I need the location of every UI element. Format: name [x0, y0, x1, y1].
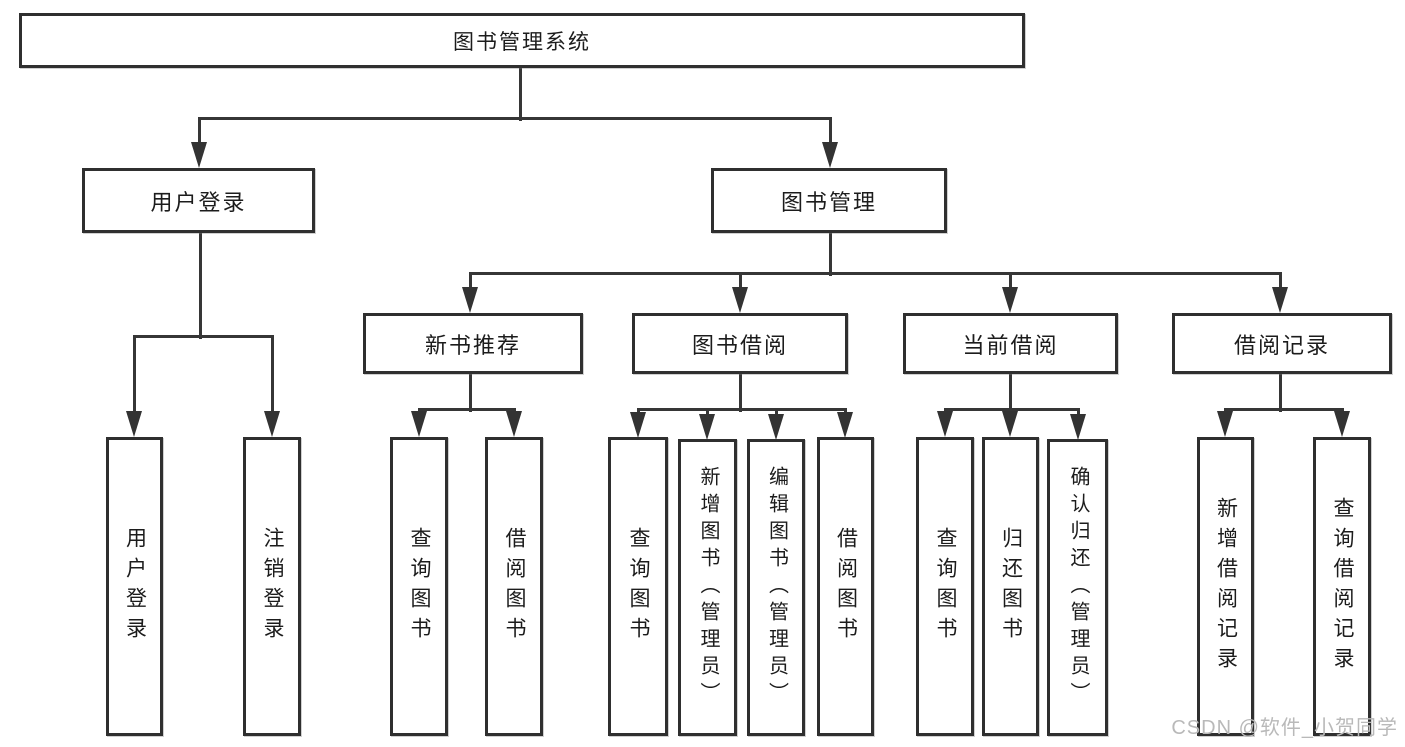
connector-arrow-stem	[775, 409, 778, 416]
leaf-borrow-books-recommend: 借阅图书	[485, 437, 543, 736]
node-current-borrowing-label: 当前借阅	[962, 332, 1059, 358]
node-book-management-label: 图书管理	[780, 189, 877, 215]
node-library-system: 图书管理系统	[19, 13, 1025, 68]
leaf-add-books-admin-label: 新增图书（管理员）	[697, 466, 719, 709]
connector-arrow-stem	[271, 336, 274, 413]
leaf-query-books-current-label: 查询图书	[934, 526, 958, 647]
arrowhead-down-icon	[462, 287, 478, 313]
connector-trunk-line	[1009, 374, 1012, 412]
node-book-borrowing-label: 图书借阅	[691, 332, 788, 358]
arrowhead-down-icon	[768, 414, 784, 440]
leaf-add-borrow-record-label: 新增借阅记录	[1214, 496, 1238, 677]
connector-arrow-stem	[469, 273, 472, 289]
connector-arrow-stem	[844, 409, 847, 414]
connector-arrow-stem	[637, 409, 640, 414]
arrowhead-down-icon	[191, 142, 207, 168]
connector-branch-line	[637, 408, 847, 411]
leaf-user-login: 用户登录	[106, 437, 163, 736]
node-borrowing-records: 借阅记录	[1172, 313, 1392, 374]
arrowhead-down-icon	[411, 411, 427, 437]
arrowhead-down-icon	[1002, 411, 1018, 437]
node-book-management: 图书管理	[711, 168, 947, 233]
leaf-logout-label: 注销登录	[261, 526, 285, 647]
connector-arrow-stem	[198, 118, 201, 144]
arrowhead-down-icon	[837, 412, 853, 438]
arrowhead-down-icon	[1002, 287, 1018, 313]
node-book-borrowing: 图书借阅	[632, 313, 848, 374]
leaf-return-books-label: 归还图书	[999, 526, 1023, 647]
connector-arrow-stem	[706, 409, 709, 416]
arrowhead-down-icon	[264, 411, 280, 437]
arrowhead-down-icon	[506, 411, 522, 437]
connector-trunk-line	[519, 67, 522, 121]
node-new-book-recommend-label: 新书推荐	[424, 332, 521, 358]
leaf-query-books-current: 查询图书	[916, 437, 974, 736]
leaf-edit-books-admin-label: 编辑图书（管理员）	[765, 466, 788, 709]
leaf-query-borrow-record-label: 查询借阅记录	[1331, 496, 1355, 677]
arrowhead-down-icon	[937, 411, 953, 437]
connector-arrow-stem	[829, 118, 832, 144]
connector-arrow-stem	[1077, 409, 1080, 416]
arrowhead-down-icon	[1217, 411, 1233, 437]
connector-branch-line	[133, 335, 274, 338]
arrowhead-down-icon	[1334, 411, 1350, 437]
leaf-borrow-books-borrowing-label: 借阅图书	[834, 526, 858, 647]
leaf-edit-books-admin: 编辑图书（管理员）	[747, 439, 805, 736]
connector-branch-line	[418, 408, 516, 411]
connector-arrow-stem	[133, 336, 136, 413]
leaf-query-books-borrowing: 查询图书	[608, 437, 668, 736]
leaf-query-books-recommend-label: 查询图书	[408, 526, 432, 647]
arrowhead-down-icon	[822, 142, 838, 168]
node-borrowing-records-label: 借阅记录	[1233, 332, 1330, 358]
connector-arrow-stem	[1009, 273, 1012, 289]
csdn-watermark: CSDN @软件_小贺同学	[1171, 717, 1398, 739]
connector-trunk-line	[199, 233, 202, 339]
leaf-confirm-return-admin: 确认归还（管理员）	[1047, 439, 1108, 736]
leaf-logout: 注销登录	[243, 437, 301, 736]
connector-trunk-line	[469, 374, 472, 412]
connector-branch-line	[1224, 408, 1344, 411]
arrowhead-down-icon	[1070, 414, 1086, 440]
arrowhead-down-icon	[732, 287, 748, 313]
node-current-borrowing: 当前借阅	[903, 313, 1118, 374]
arrowhead-down-icon	[699, 414, 715, 440]
arrowhead-down-icon	[126, 411, 142, 437]
leaf-add-borrow-record: 新增借阅记录	[1197, 437, 1254, 736]
leaf-confirm-return-admin-label: 确认归还（管理员）	[1067, 466, 1089, 709]
leaf-user-login-label: 用户登录	[123, 526, 147, 647]
node-user-login: 用户登录	[82, 168, 315, 233]
node-new-book-recommend: 新书推荐	[363, 313, 583, 374]
leaf-query-books-recommend: 查询图书	[390, 437, 448, 736]
connector-branch-line	[469, 272, 1282, 275]
node-user-login-label: 用户登录	[150, 189, 247, 215]
connector-branch-line	[198, 117, 832, 120]
leaf-return-books: 归还图书	[982, 437, 1039, 736]
connector-trunk-line	[739, 374, 742, 412]
arrowhead-down-icon	[630, 412, 646, 438]
connector-trunk-line	[1279, 374, 1282, 412]
leaf-borrow-books-borrowing: 借阅图书	[817, 437, 874, 736]
connector-arrow-stem	[1279, 273, 1282, 289]
node-library-system-label: 图书管理系统	[453, 30, 591, 54]
arrowhead-down-icon	[1272, 287, 1288, 313]
leaf-query-borrow-record: 查询借阅记录	[1313, 437, 1371, 736]
connector-arrow-stem	[739, 273, 742, 289]
leaf-query-books-borrowing-label: 查询图书	[627, 526, 651, 647]
leaf-borrow-books-recommend-label: 借阅图书	[503, 526, 527, 647]
connector-trunk-line	[829, 233, 832, 276]
leaf-add-books-admin: 新增图书（管理员）	[678, 439, 737, 736]
connector-branch-line	[944, 408, 1080, 411]
